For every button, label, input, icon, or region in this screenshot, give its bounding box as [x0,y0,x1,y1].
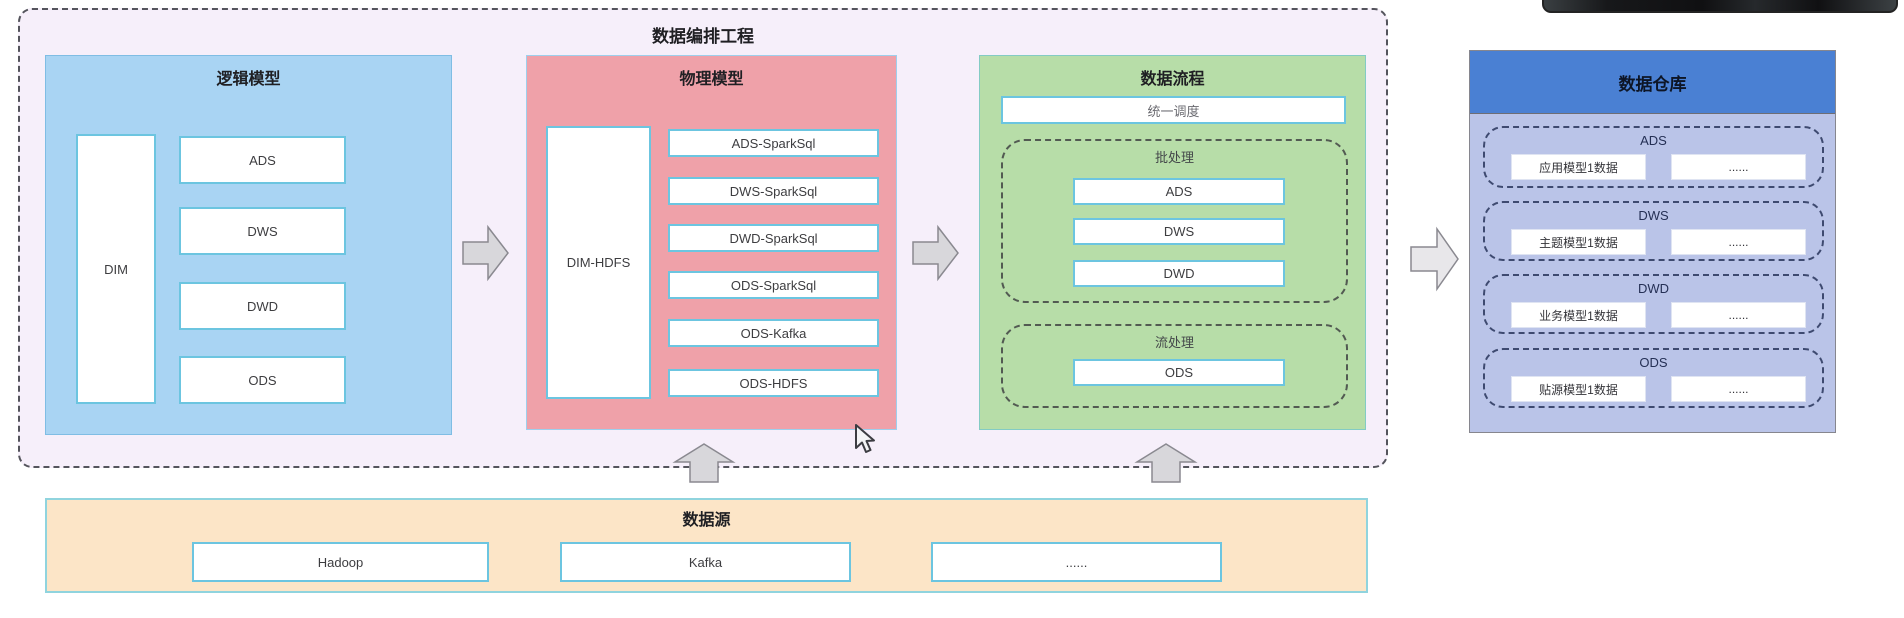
logical-dim-box: DIM [76,134,156,404]
logical-layer-dwd: DWD [179,282,346,330]
warehouse-ads-model-box: 应用模型1数据 [1511,154,1646,180]
batch-layer-ads: ADS [1073,178,1285,205]
warehouse-ads-more-box: ...... [1671,154,1806,180]
datasource-kafka-box: Kafka [560,542,851,582]
physical-layer-ods-kafka: ODS-Kafka [668,319,879,347]
data-flow-title: 数据流程 [1140,71,1205,88]
batch-layer-dws: DWS [1073,218,1285,245]
physical-layer-ods-sparksql: ODS-SparkSql [668,271,879,299]
warehouse-section-dws-label: DWS [1638,208,1669,223]
warehouse-dwd-model-box: 业务模型1数据 [1511,302,1646,328]
arrow-right-icon [912,224,959,282]
arrow-right-icon [462,224,509,282]
logical-layer-dws: DWS [179,207,346,255]
datasource-title: 数据源 [682,512,731,529]
warehouse-dws-model-box: 主题模型1数据 [1511,229,1646,255]
warehouse-panel: 数据仓库 ADS 应用模型1数据 ...... DWS 主题模型1数据 ....… [1469,50,1836,433]
warehouse-header: 数据仓库 [1470,51,1835,114]
physical-dim-hdfs-box: DIM-HDFS [546,126,651,399]
arrow-up-icon [672,443,736,483]
physical-layer-ads-sparksql: ADS-SparkSql [668,129,879,157]
warehouse-dws-more-box: ...... [1671,229,1806,255]
datasource-panel: 数据源 Hadoop Kafka ...... [45,498,1368,593]
batch-processing-label: 批处理 [1154,150,1194,165]
warehouse-title: 数据仓库 [1618,74,1687,94]
arrow-right-icon [1410,226,1459,292]
warehouse-section-dws: DWS 主题模型1数据 ...... [1483,201,1824,261]
warehouse-section-ods-label: ODS [1639,355,1668,370]
webcam-overlay [1542,0,1898,13]
physical-layer-dwd-sparksql: DWD-SparkSql [668,224,879,252]
datasource-more-box: ...... [931,542,1222,582]
data-flow-panel: 数据流程 统一调度 批处理 ADS DWS DWD 流处理 ODS [979,55,1366,430]
warehouse-ods-model-box: 贴源模型1数据 [1511,376,1646,402]
stream-layer-ods: ODS [1073,359,1285,386]
physical-layer-ods-hdfs: ODS-HDFS [668,369,879,397]
logical-layer-ads: ADS [179,136,346,184]
warehouse-section-ads: ADS 应用模型1数据 ...... [1483,126,1824,188]
batch-layer-dwd: DWD [1073,260,1285,287]
physical-model-panel: 物理模型 DIM-HDFS ADS-SparkSql DWS-SparkSql … [526,55,897,430]
physical-layer-dws-sparksql: DWS-SparkSql [668,177,879,205]
mouse-cursor [855,424,875,453]
orchestration-title: 数据编排工程 [652,27,754,46]
stream-processing-group: 流处理 ODS [1001,324,1348,408]
warehouse-section-dwd-label: DWD [1637,281,1670,296]
warehouse-section-ads-label: ADS [1640,133,1667,148]
logical-model-panel: 逻辑模型 DIM ADS DWS DWD ODS [45,55,452,435]
stream-processing-label: 流处理 [1154,335,1194,350]
arrow-up-icon [1134,443,1198,483]
unified-scheduler-box: 统一调度 [1001,96,1346,124]
warehouse-section-dwd: DWD 业务模型1数据 ...... [1483,274,1824,334]
warehouse-dwd-more-box: ...... [1671,302,1806,328]
batch-processing-group: 批处理 ADS DWS DWD [1001,139,1348,303]
warehouse-section-ods: ODS 贴源模型1数据 ...... [1483,348,1824,408]
warehouse-ods-more-box: ...... [1671,376,1806,402]
logical-layer-ods: ODS [179,356,346,404]
physical-model-title: 物理模型 [679,71,744,88]
datasource-hadoop-box: Hadoop [192,542,489,582]
logical-model-title: 逻辑模型 [216,71,281,88]
